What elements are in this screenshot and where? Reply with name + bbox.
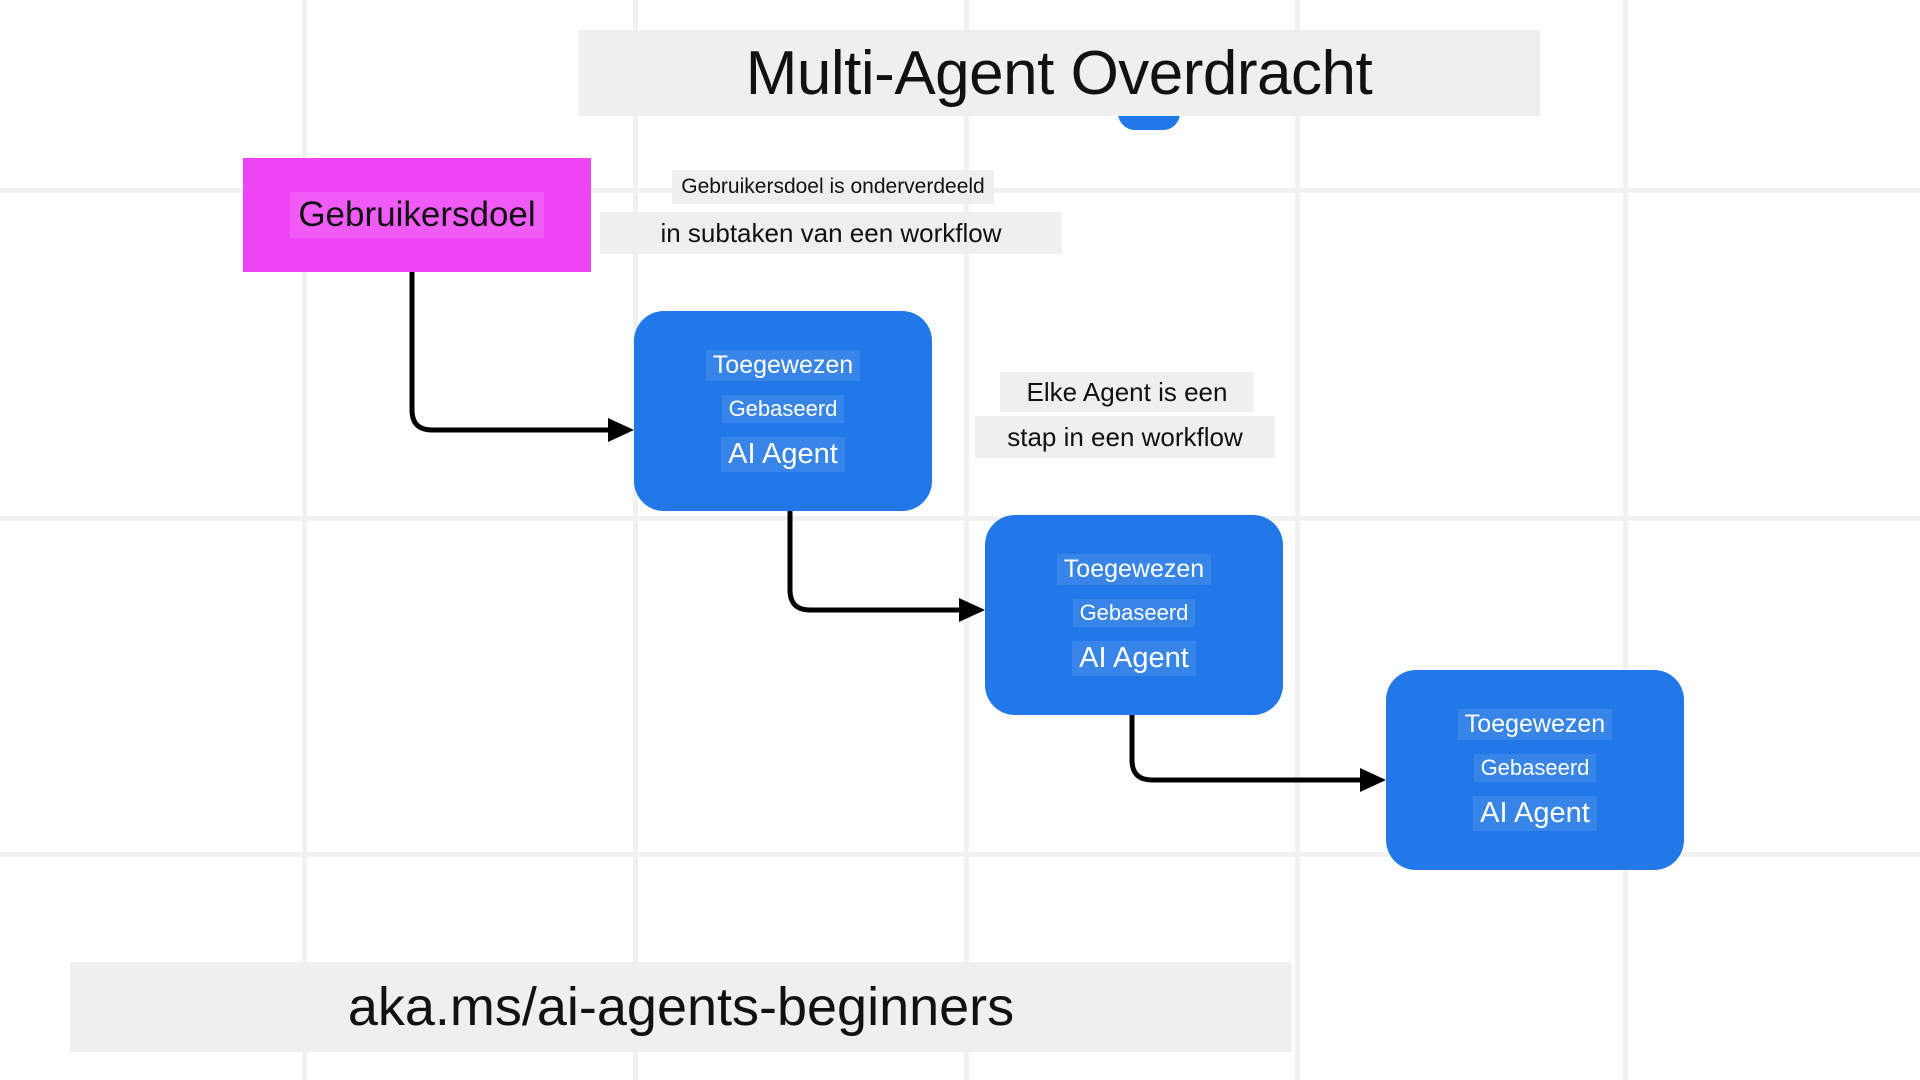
connector-goal-to-agent-1-path <box>409 272 614 433</box>
agent-node-1-line2: Gebaseerd <box>721 395 845 423</box>
footer-url-text: aka.ms/ai-agents-beginners <box>347 977 1015 1037</box>
caption-agent-line2-text: stap in een workflow <box>1007 421 1243 452</box>
agent-node-1[interactable]: Toegewezen Gebaseerd AI Agent <box>634 311 932 511</box>
connector-agent-1-to-agent-2-path <box>787 511 965 613</box>
caption-goal-line1-text: Gebruikersdoel is onderverdeeld <box>681 175 985 198</box>
caption-agent-line1: Elke Agent is een <box>1000 372 1254 412</box>
page-title-text: Multi-Agent Overdracht <box>745 38 1373 108</box>
caption-goal-line2-text: in subtaken van een workflow <box>660 217 1002 248</box>
caption-goal-line2: in subtaken van een workflow <box>600 212 1062 254</box>
agent-node-2-line1: Toegewezen <box>1056 554 1212 585</box>
agent-node-3[interactable]: Toegewezen Gebaseerd AI Agent <box>1386 670 1684 870</box>
grid-line-vertical <box>964 0 969 1080</box>
connector-agent-2-to-agent-3-path <box>1129 715 1366 783</box>
grid-line-horizontal <box>0 516 1920 521</box>
agent-node-1-line1: Toegewezen <box>705 350 861 381</box>
agent-node-2[interactable]: Toegewezen Gebaseerd AI Agent <box>985 515 1283 715</box>
caption-agent-line1-text: Elke Agent is een <box>1026 376 1228 407</box>
agent-node-3-line3: AI Agent <box>1473 796 1597 831</box>
caption-agent-line2: stap in een workflow <box>975 416 1275 458</box>
grid-line-vertical <box>1623 0 1628 1080</box>
connector-goal-to-agent-1-arrowhead <box>608 418 634 442</box>
agent-node-1-line3: AI Agent <box>721 437 845 472</box>
agent-node-2-line3: AI Agent <box>1072 641 1196 676</box>
caption-goal-line1: Gebruikersdoel is onderverdeeld <box>672 170 994 204</box>
footer-url-band[interactable]: aka.ms/ai-agents-beginners <box>70 962 1292 1052</box>
connector-agent-1-to-agent-2-arrowhead <box>959 598 985 622</box>
agent-node-2-line2: Gebaseerd <box>1072 599 1196 627</box>
grid-line-vertical <box>633 0 638 1080</box>
grid-line-vertical <box>1295 0 1300 1080</box>
agent-node-3-line1: Toegewezen <box>1457 709 1613 740</box>
connector-agent-2-to-agent-3-arrowhead <box>1360 768 1386 792</box>
user-goal-box[interactable]: Gebruikersdoel <box>243 158 591 272</box>
user-goal-label: Gebruikersdoel <box>290 192 544 238</box>
page-title: Multi-Agent Overdracht <box>578 30 1540 116</box>
agent-node-3-line2: Gebaseerd <box>1473 754 1597 782</box>
